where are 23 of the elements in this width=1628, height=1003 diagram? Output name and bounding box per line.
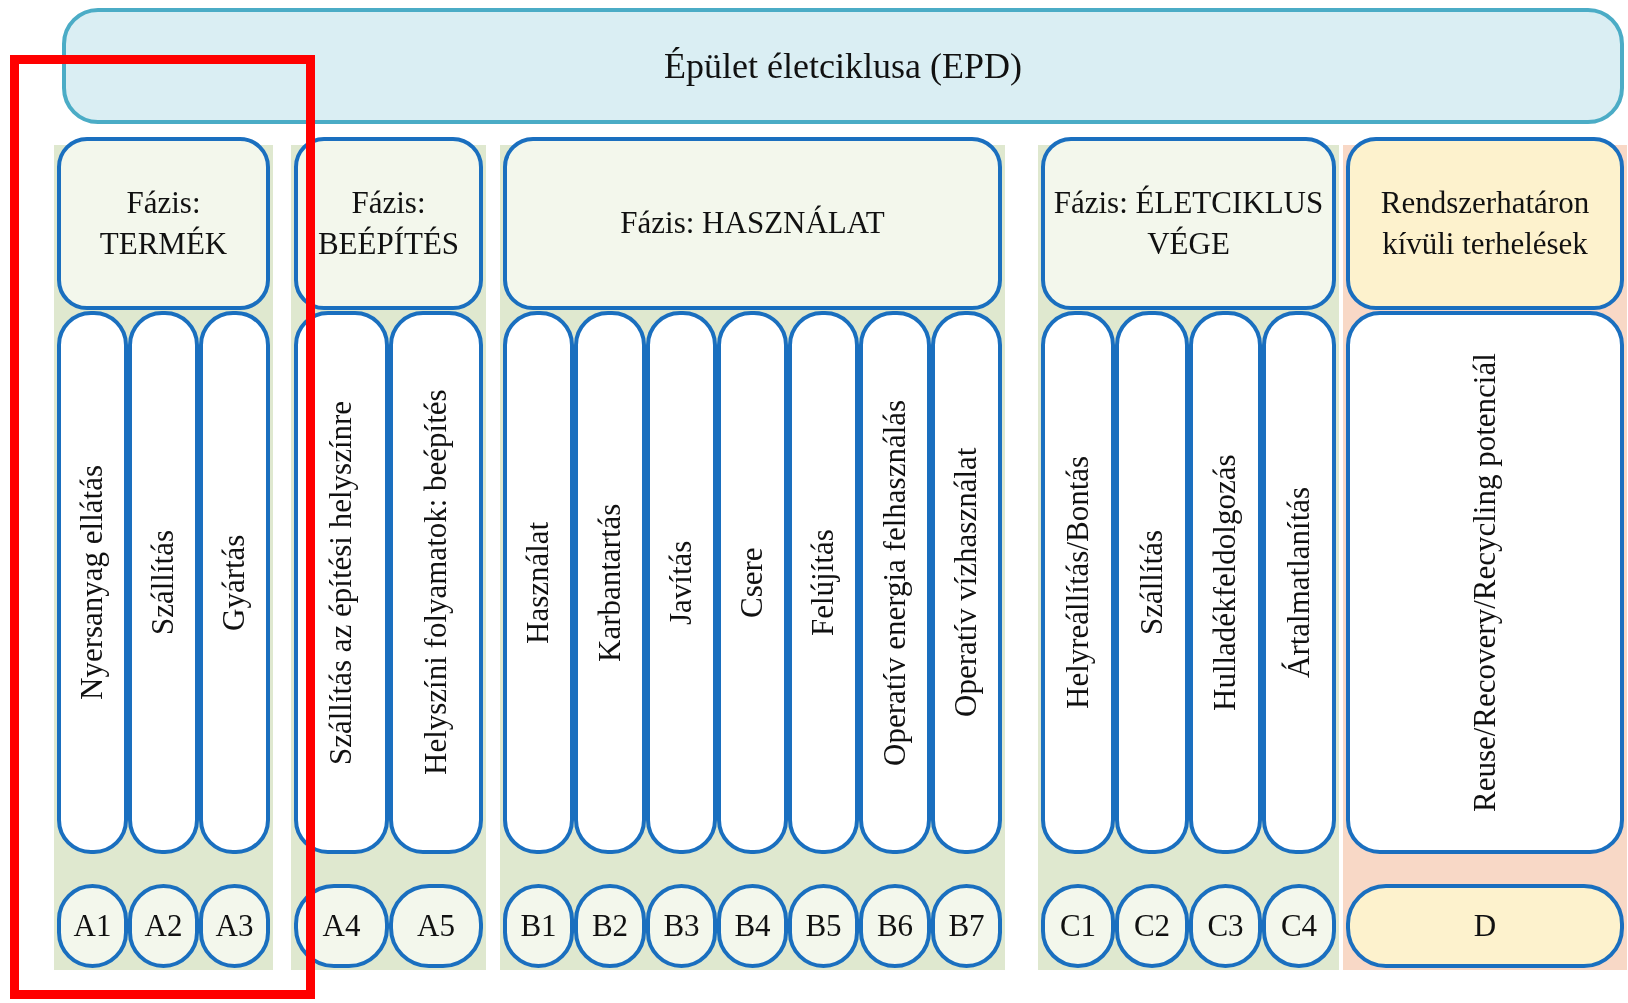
lifecycle-banner: Épület életciklusa (EPD) bbox=[62, 8, 1624, 124]
stage-column: Ártalmatlanítás bbox=[1262, 311, 1336, 854]
stage-code: D bbox=[1346, 884, 1624, 968]
stage-column: Szállítás bbox=[128, 311, 199, 854]
stage-column: Helyreállítás/Bontás bbox=[1041, 311, 1115, 854]
phase-header: Fázis: TERMÉK bbox=[57, 137, 270, 310]
phase-header: Fázis: HASZNÁLAT bbox=[503, 137, 1002, 310]
stage-column: Felújítás bbox=[788, 311, 859, 854]
stage-column: Gyártás bbox=[199, 311, 270, 854]
stage-column: Karbantartás bbox=[574, 311, 646, 854]
stage-column: Javítás bbox=[646, 311, 717, 854]
stage-column: Reuse/Recovery/Recycling potenciál bbox=[1346, 311, 1624, 854]
phase-header: Fázis: ÉLETCIKLUS VÉGE bbox=[1041, 137, 1336, 310]
phase-header: Rendszerhatáron kívüli terhelések bbox=[1346, 137, 1624, 310]
stage-column: Csere bbox=[717, 311, 788, 854]
stage-column: Használat bbox=[503, 311, 574, 854]
stage-column: Helyszíni folyamatok: beépítés bbox=[389, 311, 483, 854]
stage-column: Operatív energia felhasználás bbox=[859, 311, 931, 854]
stage-column: Szállítás bbox=[1115, 311, 1189, 854]
stage-column: Hulladékfeldolgozás bbox=[1189, 311, 1262, 854]
phase-header: Fázis: BEÉPÍTÉS bbox=[294, 137, 483, 310]
stage-column: Operatív vízhasználat bbox=[931, 311, 1002, 854]
stage-column: Nyersanyag ellátás bbox=[57, 311, 128, 854]
